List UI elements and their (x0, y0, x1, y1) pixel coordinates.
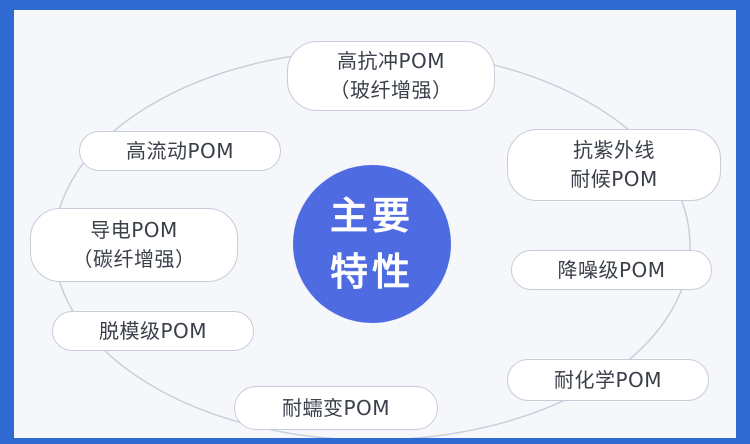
node-chemical-resistant-pom: 耐化学POM (507, 359, 709, 401)
node-label-line1: 高抗冲POM (336, 49, 446, 73)
center-label-line1: 主要 (329, 194, 414, 238)
node-label-line1: 抗紫外线 (573, 138, 655, 162)
center-node: 主要 特性 (293, 165, 451, 323)
node-label-line1: 导电POM (90, 218, 178, 242)
node-label-line2: （玻纤增强） (329, 78, 453, 102)
node-creep-resistant-pom: 耐蠕变POM (234, 386, 438, 430)
node-label-line2: （碳纤增强） (72, 247, 196, 271)
node-label-line1: 耐蠕变POM (281, 395, 391, 420)
center-label-line2: 特性 (329, 250, 414, 294)
node-mold-release-pom: 脱模级POM (52, 311, 254, 351)
node-label-line1: 脱模级POM (98, 318, 208, 343)
node-noise-reduction-pom: 降噪级POM (511, 250, 712, 290)
node-label-line1: 高流动POM (125, 138, 235, 163)
node-high-flow-pom: 高流动POM (79, 131, 281, 171)
node-label-line1: 降噪级POM (557, 257, 666, 282)
node-uv-resistant-pom: 抗紫外线 耐候POM (507, 129, 721, 201)
node-label-line2: 耐候POM (570, 167, 658, 191)
diagram-canvas: 主要 特性 高抗冲POM （玻纤增强） 高流动POM 抗紫外线 耐候POM 导电… (14, 10, 736, 438)
node-label-line1: 耐化学POM (553, 367, 663, 392)
node-high-impact-pom: 高抗冲POM （玻纤增强） (287, 41, 495, 111)
node-conductive-pom: 导电POM （碳纤增强） (30, 208, 238, 282)
